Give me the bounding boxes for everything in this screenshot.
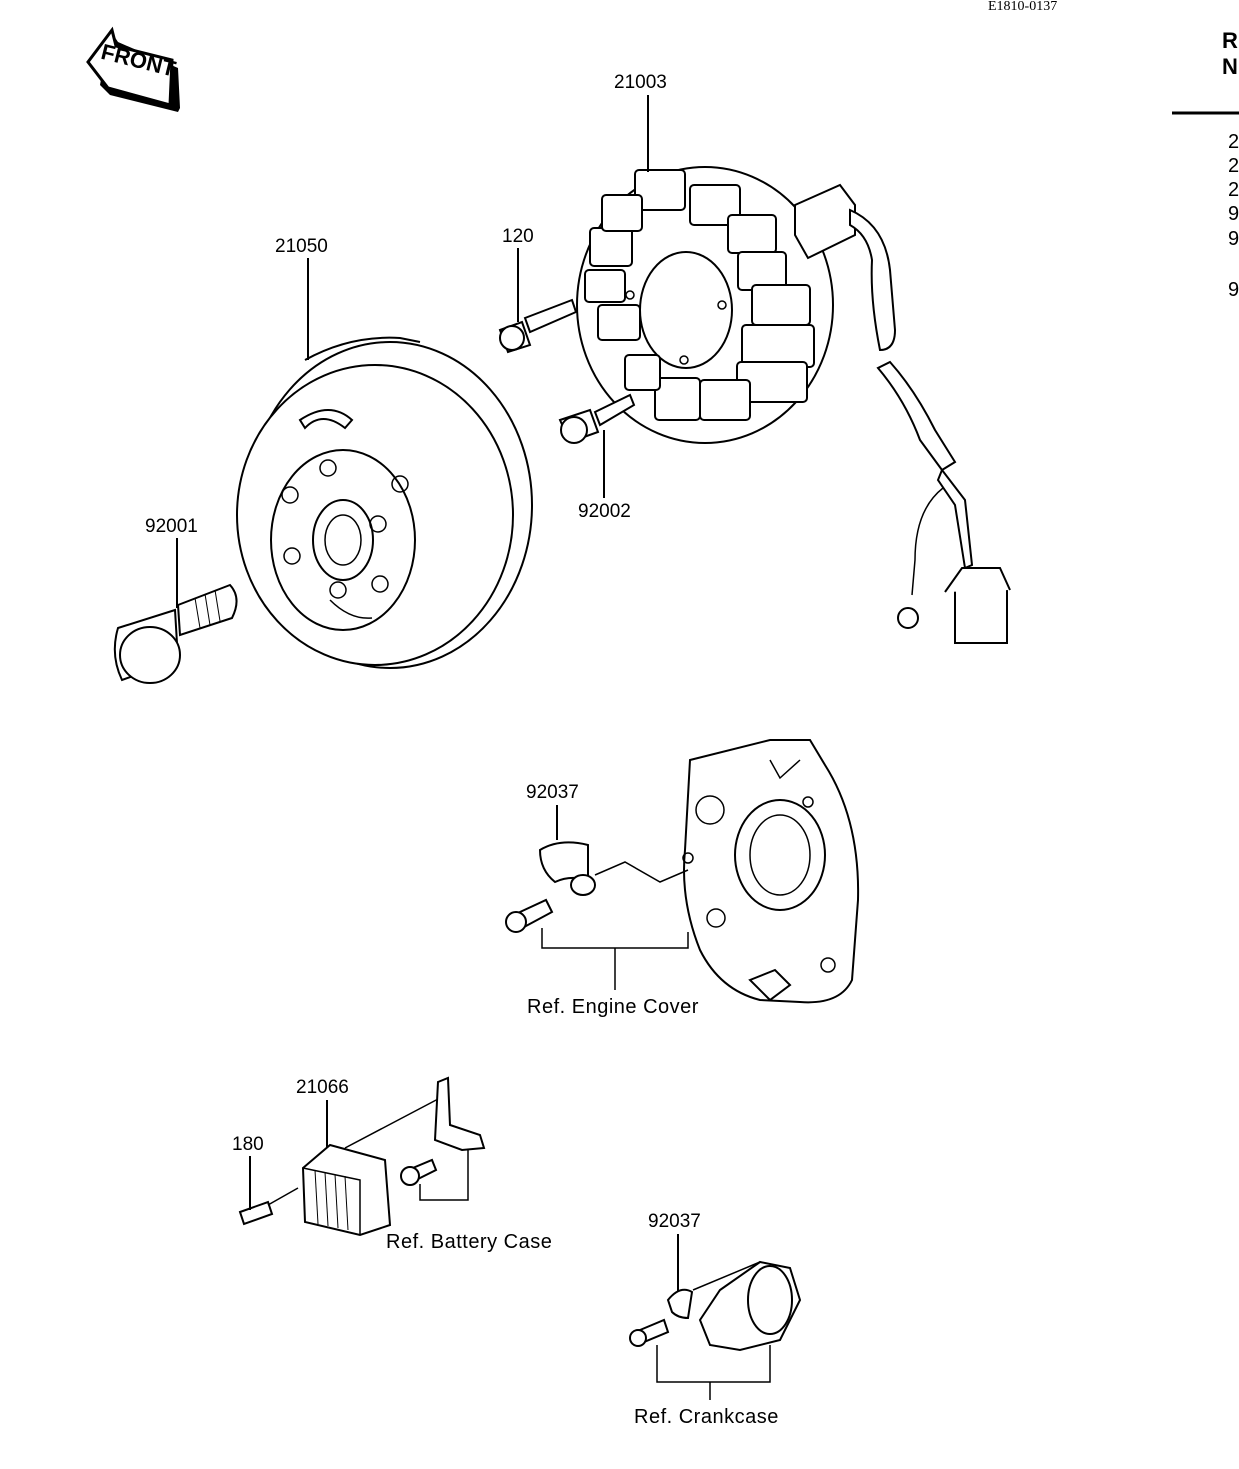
callout-stator-bolt-top: 120 bbox=[502, 226, 534, 247]
diagram-code: E1810-0137 bbox=[988, 0, 1057, 14]
side-panel-row: 9 bbox=[1228, 203, 1239, 225]
ref-crankcase: Ref. Crankcase bbox=[634, 1406, 779, 1428]
side-panel-row: 2 bbox=[1228, 131, 1239, 153]
callout-regulator: 21066 bbox=[296, 1077, 349, 1098]
callout-clamp-crankcase: 92037 bbox=[648, 1211, 701, 1232]
engine-cover bbox=[682, 739, 860, 1004]
side-panel-header-2: N bbox=[1222, 54, 1238, 79]
front-arrow-icon: FRONT bbox=[86, 26, 180, 112]
stator-bolt-top bbox=[498, 298, 578, 354]
callout-stator: 21003 bbox=[614, 72, 667, 93]
callout-clamp-cover: 92037 bbox=[526, 782, 579, 803]
regulator bbox=[238, 1076, 486, 1237]
rotor bbox=[236, 336, 533, 669]
callout-stator-bolt-bottom: 92002 bbox=[578, 501, 631, 522]
stator bbox=[576, 166, 1011, 644]
rotor-bolt bbox=[113, 583, 238, 684]
ref-engine-cover: Ref. Engine Cover bbox=[527, 996, 699, 1018]
side-panel-row: 2 bbox=[1228, 155, 1239, 177]
side-panel-row: 9 bbox=[1228, 279, 1239, 301]
side-panel-row: 2 bbox=[1228, 179, 1239, 201]
side-panel: R N 2 2 2 9 9 9 bbox=[1172, 28, 1239, 301]
ref-battery-case: Ref. Battery Case bbox=[386, 1231, 552, 1253]
clamp-cover bbox=[505, 841, 689, 933]
crankcase-part bbox=[629, 1260, 802, 1352]
callout-rotor-bolt: 92001 bbox=[145, 516, 198, 537]
stator-bolt-bottom bbox=[558, 393, 636, 444]
callout-regulator-bolt: 180 bbox=[232, 1134, 264, 1155]
callout-rotor: 21050 bbox=[275, 236, 328, 257]
side-panel-header-1: R bbox=[1222, 28, 1238, 53]
side-panel-row: 9 bbox=[1228, 228, 1239, 250]
